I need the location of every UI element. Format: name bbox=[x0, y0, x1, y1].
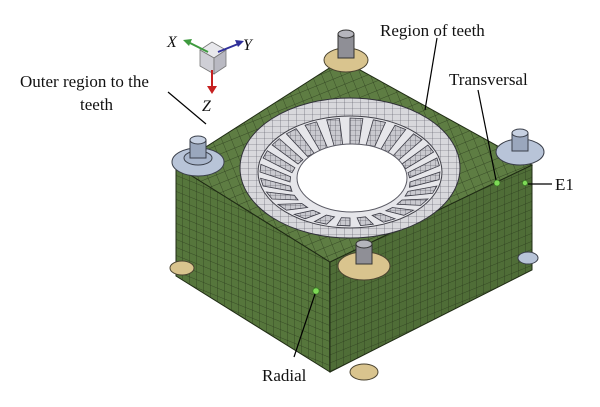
stator-teeth bbox=[259, 117, 441, 227]
transversal-point bbox=[493, 179, 501, 187]
label-transversal: Transversal bbox=[449, 70, 528, 89]
e1-point bbox=[522, 179, 529, 186]
radial-point bbox=[312, 287, 320, 295]
leader-transversal bbox=[477, 89, 497, 181]
stator-tooth bbox=[356, 216, 375, 227]
stator-tooth bbox=[271, 138, 304, 165]
label-radial: Radial bbox=[262, 366, 307, 385]
label-outer-region-line2: teeth bbox=[80, 95, 114, 114]
bore-center-void bbox=[296, 143, 408, 213]
stator-tooth bbox=[262, 150, 296, 174]
bolt-feet bbox=[169, 251, 539, 381]
stator-tooth bbox=[404, 185, 438, 197]
stator-tooth bbox=[292, 209, 322, 220]
axis-triad bbox=[183, 39, 244, 94]
stator-tooth bbox=[265, 191, 299, 201]
z-axis-arrow-icon bbox=[207, 86, 217, 94]
x-axis-arrow-icon bbox=[183, 39, 192, 46]
stator-tooth bbox=[313, 214, 336, 225]
stator-tooth bbox=[384, 207, 415, 216]
leader-region-of-teeth bbox=[424, 37, 438, 111]
stator-tooth bbox=[276, 203, 309, 211]
stator-tooth bbox=[259, 177, 293, 192]
label-outer-region-line1: Outer region to the bbox=[20, 72, 149, 91]
stator-tooth bbox=[401, 144, 435, 170]
y-axis-arrow-icon bbox=[235, 40, 244, 47]
leader-radial bbox=[293, 293, 316, 358]
label-e1: E1 bbox=[555, 175, 574, 194]
stator-tooth bbox=[371, 212, 397, 223]
stator-tooth bbox=[407, 157, 440, 179]
axis-y-label: Y bbox=[243, 37, 254, 54]
bolt-right bbox=[495, 128, 545, 166]
stator-tooth bbox=[336, 217, 351, 227]
label-region-of-teeth: Region of teeth bbox=[380, 21, 485, 40]
leader-outer-region bbox=[167, 91, 207, 125]
stator-tooth bbox=[259, 163, 292, 183]
bolt-front bbox=[337, 239, 391, 281]
axis-z-label: Z bbox=[202, 98, 212, 115]
axis-x-label: X bbox=[166, 34, 178, 51]
bolt-back bbox=[323, 29, 369, 73]
stator-tooth bbox=[396, 198, 430, 206]
bolt-left bbox=[171, 135, 225, 177]
stator-tooth bbox=[408, 171, 441, 188]
